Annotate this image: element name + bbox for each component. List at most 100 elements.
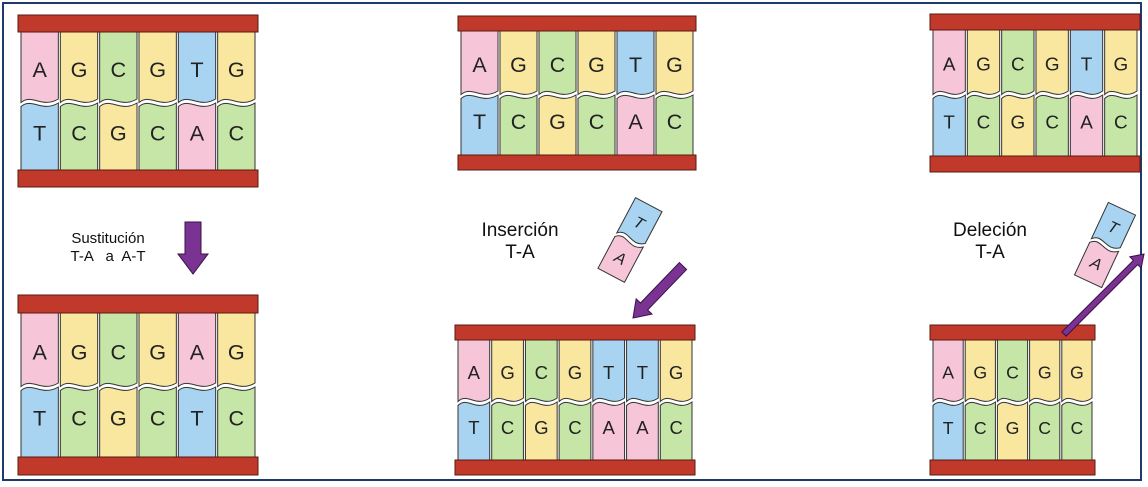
base-label: A	[32, 339, 47, 364]
base-G	[964, 339, 996, 403]
base-C	[138, 386, 177, 458]
figure-frame	[2, 2, 1142, 481]
base-label: C	[568, 417, 581, 438]
base-T	[616, 30, 655, 96]
base-label: G	[500, 362, 514, 383]
base-label: C	[511, 110, 526, 134]
base-label: T	[637, 362, 648, 383]
base-C	[1104, 94, 1138, 157]
backbone-bottom	[929, 155, 1141, 173]
base-T	[1069, 29, 1104, 96]
base-A	[932, 29, 966, 96]
base-T	[1090, 201, 1137, 249]
base-label: G	[534, 417, 548, 438]
base-label: T	[468, 417, 479, 438]
base-G	[138, 31, 177, 104]
base-label: A	[603, 417, 616, 438]
base-label: T	[943, 418, 954, 438]
base-G	[1035, 29, 1069, 96]
backbone-bottom	[454, 459, 696, 476]
base-G	[558, 339, 592, 403]
base-C	[499, 94, 538, 156]
insertion-detail: T-A	[505, 242, 535, 263]
base-label: A	[190, 120, 205, 145]
base-label: G	[1010, 113, 1025, 134]
base-label: G	[973, 363, 987, 383]
base-label: G	[149, 57, 166, 82]
base-label: A	[943, 55, 956, 76]
base-G	[138, 312, 177, 388]
base-label: C	[150, 120, 166, 145]
deletion-title: Deleción	[953, 220, 1027, 241]
base-C	[99, 312, 138, 388]
base-label: C	[150, 406, 166, 431]
base-C	[1035, 94, 1069, 157]
base-G	[996, 401, 1029, 461]
base-C	[964, 401, 996, 461]
base-A	[616, 94, 655, 156]
base-label: G	[228, 339, 245, 364]
base-label: C	[977, 113, 991, 134]
base-label: G	[1045, 55, 1060, 76]
base-A	[177, 102, 217, 171]
base-G	[491, 339, 524, 403]
base-T	[615, 196, 663, 245]
base-A	[460, 30, 499, 96]
substitution-arrow	[177, 221, 209, 275]
base-G	[1029, 339, 1061, 403]
base-G	[1001, 94, 1035, 157]
base-C	[558, 401, 592, 461]
deleted-pair: TA	[1073, 201, 1137, 289]
base-label: G	[71, 57, 88, 82]
base-C	[59, 386, 99, 458]
backbone-bottom	[17, 456, 259, 476]
base-A	[1069, 94, 1104, 157]
base-G	[99, 102, 138, 171]
base-G	[217, 312, 256, 388]
base-label: G	[669, 362, 683, 383]
base-label: A	[1080, 113, 1093, 134]
backbone-top	[454, 324, 696, 341]
base-label: C	[589, 110, 604, 134]
insertion-label: Inserción T-A	[460, 220, 580, 264]
base-label: A	[32, 57, 47, 82]
base-G	[659, 339, 693, 403]
base-label: A	[628, 110, 643, 134]
backbone-top	[929, 324, 1096, 341]
base-label: A	[472, 53, 487, 77]
base-label: T	[190, 57, 203, 82]
base-label: G	[1070, 363, 1084, 383]
base-C	[217, 102, 256, 171]
insertion-title: Inserción	[481, 220, 559, 241]
base-C	[524, 339, 558, 403]
base-C	[966, 94, 1001, 157]
backbone-bottom	[457, 154, 697, 171]
base-C	[138, 102, 177, 171]
base-label: A	[636, 417, 649, 438]
base-G	[1104, 29, 1138, 96]
deletion-detail: T-A	[975, 242, 1005, 263]
base-label: G	[666, 53, 683, 77]
deletion-arrow	[1061, 253, 1145, 337]
base-label: C	[111, 339, 127, 364]
base-label: C	[1038, 418, 1051, 438]
base-C	[538, 30, 577, 96]
base-label: G	[588, 53, 605, 77]
substitution-title: Sustitución	[71, 230, 145, 247]
base-G	[538, 94, 577, 156]
base-A	[20, 312, 59, 388]
base-C	[655, 94, 694, 156]
base-label: C	[669, 417, 682, 438]
base-G	[59, 31, 99, 104]
base-label: G	[976, 55, 991, 76]
base-A	[20, 31, 59, 104]
base-label: G	[1038, 363, 1052, 383]
base-label: G	[1113, 55, 1128, 76]
inserted-pair: TA	[597, 196, 663, 284]
base-label: T	[473, 110, 486, 134]
base-T	[177, 386, 217, 458]
